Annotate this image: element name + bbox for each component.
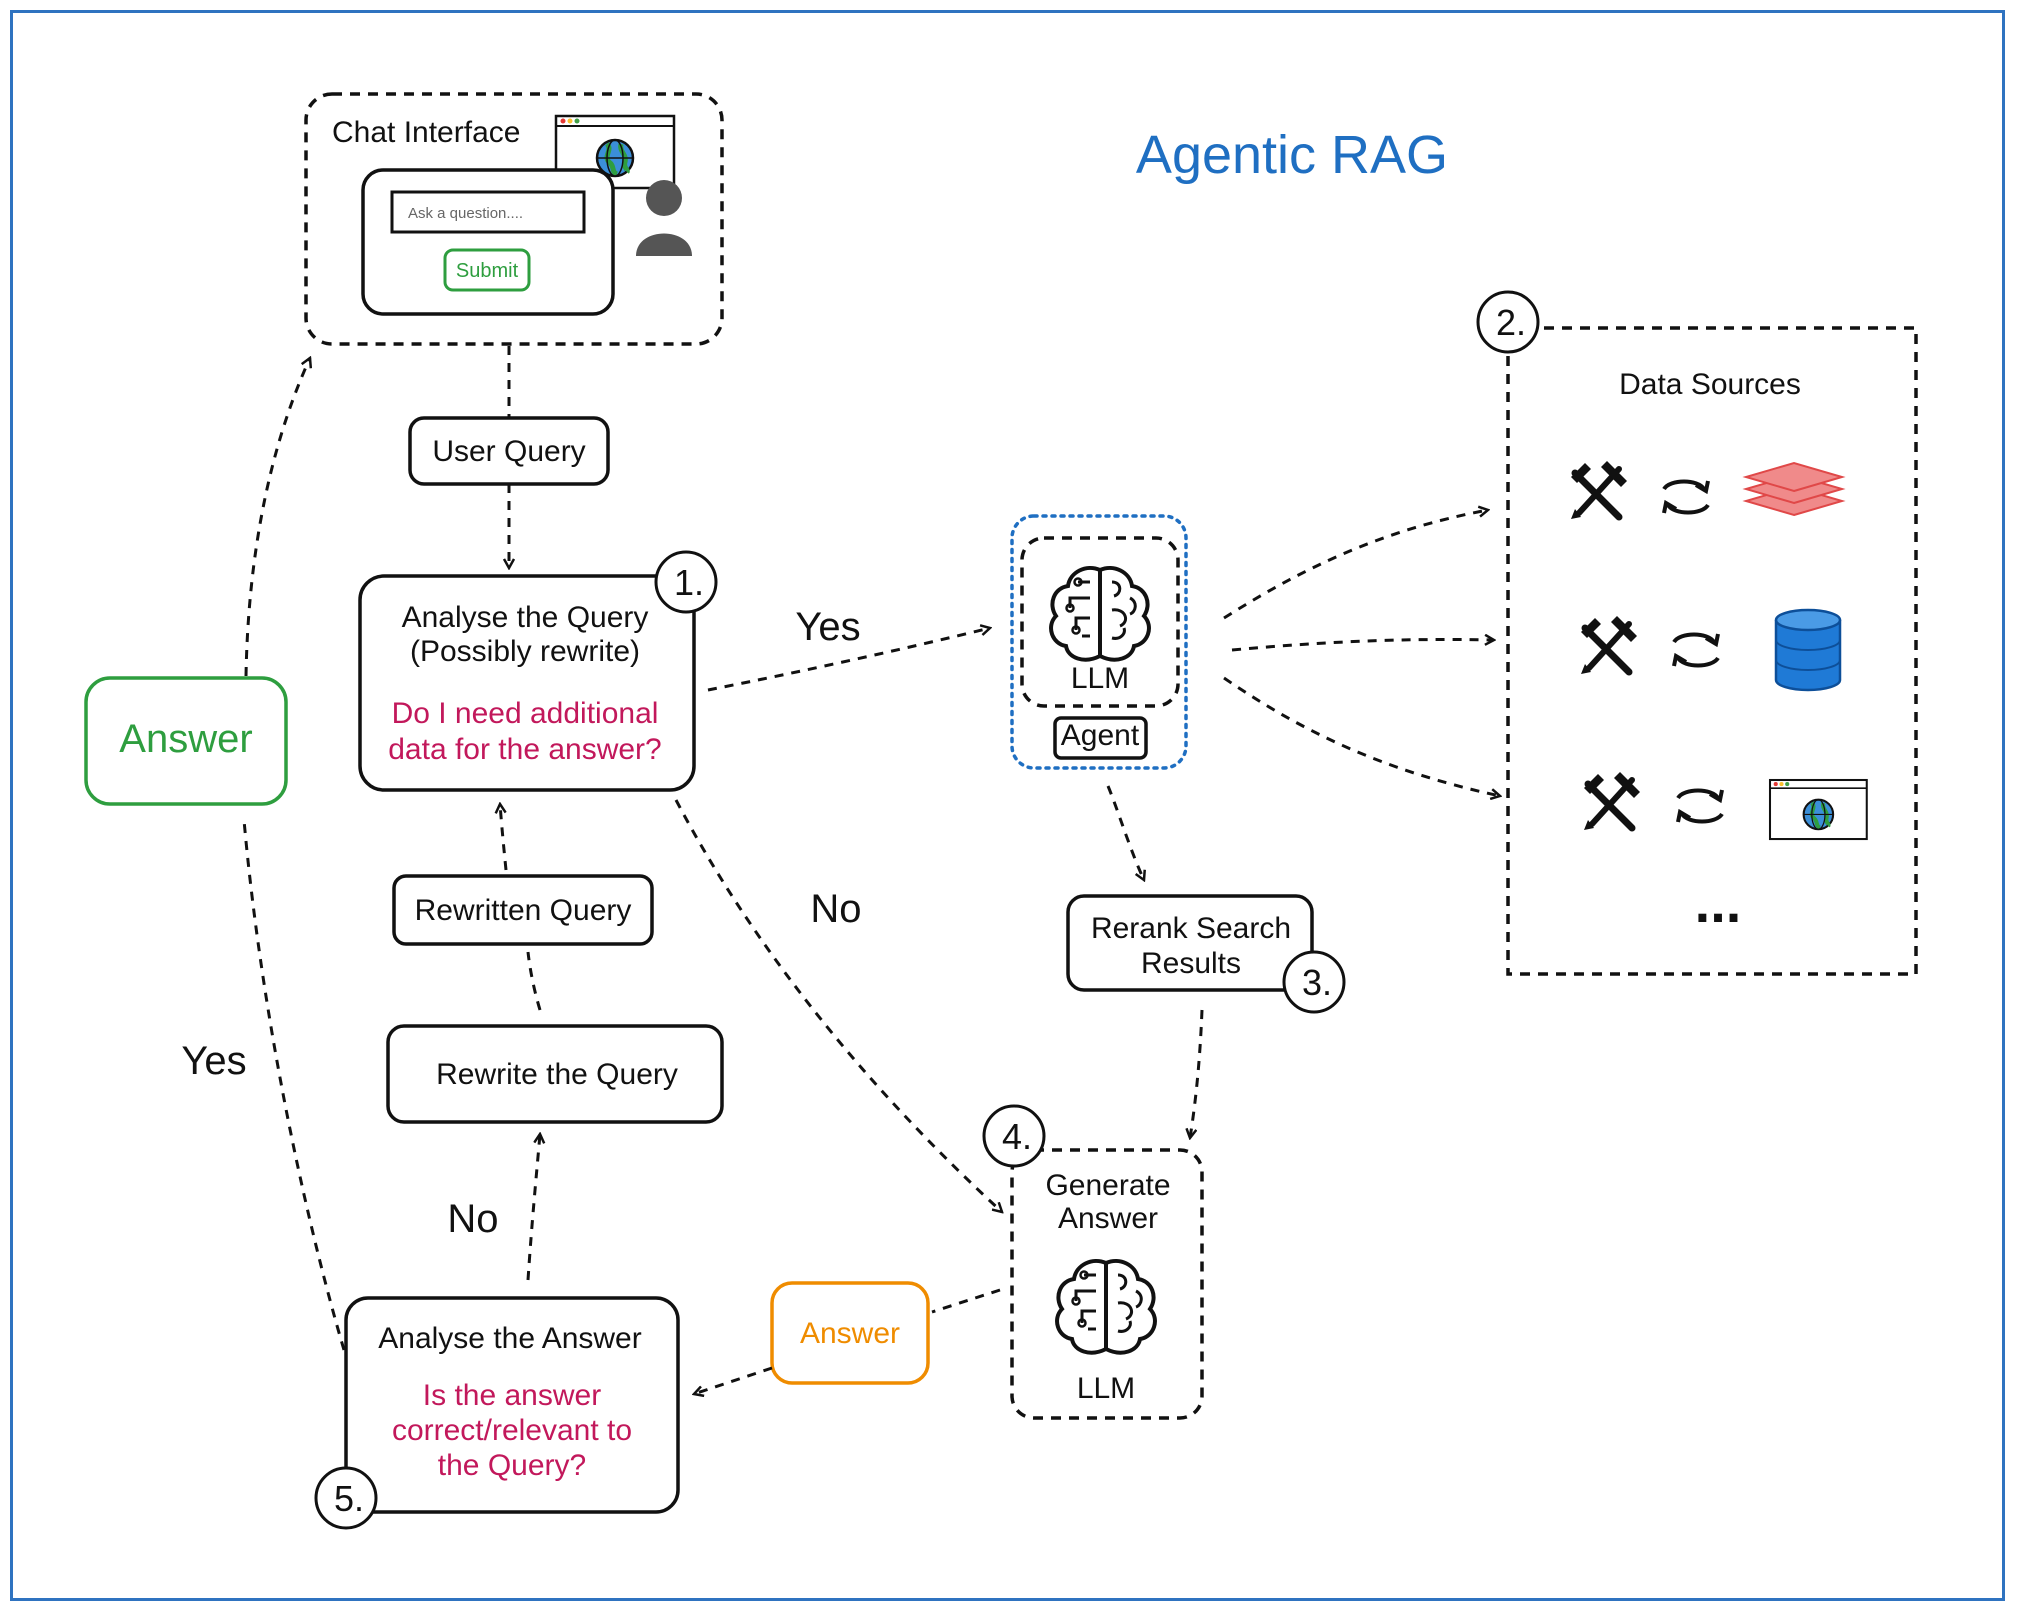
edge-label-yes-agent: Yes [795,605,860,649]
generate-answer-border [1010,1148,1204,1420]
arrow-analyse-to-generate [674,799,1002,1212]
rewrite-query-label: Rewrite the Query [436,1058,678,1091]
arrow-agent-to-rerank [1106,785,1144,880]
data-sources-title: Data Sources [1619,368,1801,401]
arrow-agent-to-vector-store [1223,510,1488,620]
agent-llm-border [1020,536,1180,708]
arrow-generate-to-answer [931,1288,1001,1314]
arrow-rewrite-to-rewritten [526,951,542,1011]
generate-answer-line2: Answer [1058,1202,1158,1235]
agent-border [1010,514,1188,770]
data-sources-border [1506,326,1918,976]
analyse-query-subtitle: (Possibly rewrite) [410,635,640,668]
analyse-query-title: Analyse the Query [402,601,649,634]
flow-arrows [242,346,1500,1394]
final-answer-label: Answer [119,717,252,761]
svg-text:3.: 3. [1302,962,1332,1003]
edge-label-no-generate: No [810,887,861,931]
submit-button[interactable] [443,248,531,292]
step-badge-4: 4. [982,1104,1046,1168]
arrow-analyse-to-agent [707,628,990,692]
analyse-answer-question-line3: the Query? [438,1449,586,1482]
tools-icon [1584,772,1640,830]
chat-interface: Chat Interface Ask a question.... Submit [304,92,724,346]
svg-text:5.: 5. [334,1478,364,1519]
svg-text:2.: 2. [1496,302,1526,343]
edge-label-no-rewrite: No [447,1197,498,1241]
vector-store-icon [1742,461,1846,517]
arrow-final-to-chat [244,358,310,677]
generated-answer-label: Answer [800,1317,900,1350]
rerank-label-line2: Results [1141,947,1241,980]
step-badge-5: 5. [314,1466,378,1530]
svg-text:4.: 4. [1002,1116,1032,1157]
data-sources-panel: Data Sources ... [1506,326,1918,976]
agent-llm-label: LLM [1071,662,1129,695]
rewritten-query-label: Rewritten Query [415,894,632,927]
analyse-answer-title: Analyse the Answer [378,1322,641,1355]
agent-node: LLM Agent [1010,514,1188,770]
swap-arrows-icon [1662,479,1710,515]
chat-interface-border [304,92,724,346]
arrow-analyse-answer-to-rewrite [526,1134,540,1281]
edge-label-yes-answer: Yes [181,1039,246,1083]
step-badge-2: 2. [1476,290,1540,354]
arrow-agent-to-database [1231,639,1494,652]
step-badge-3: 3. [1282,950,1346,1014]
analyse-query-node: Analyse the Query (Possibly rewrite) Do … [358,574,696,792]
arrow-rewritten-to-analyse [500,804,508,871]
svg-text:1.: 1. [674,562,704,603]
analyse-answer-node: Analyse the Answer Is the answer correct… [344,1296,680,1514]
user-query-label: User Query [432,435,585,468]
user-icon [636,180,692,256]
analyse-answer-question-line2: correct/relevant to [392,1414,632,1447]
arrow-agent-to-web [1223,676,1500,796]
brain-icon [1055,1258,1157,1355]
rerank-node [1066,894,1314,992]
step-badge-1: 1. [654,550,718,614]
generate-answer-line1: Generate [1045,1169,1170,1202]
arrow-answer-to-analyse-answer [694,1366,773,1394]
analyse-answer-question-line1: Is the answer [423,1379,601,1412]
analyse-query-question-line2: data for the answer? [388,733,662,766]
question-input[interactable]: Ask a question.... [408,205,523,222]
tools-icon [1571,461,1627,519]
diagram-frame [10,10,2005,1601]
agent-label: Agent [1061,719,1140,752]
tools-icon [1581,616,1637,674]
swap-arrows-icon [1676,788,1724,824]
swap-arrows-icon [1672,632,1720,668]
arrow-rerank-to-generate [1190,1009,1204,1138]
analyse-query-question-line1: Do I need additional [392,697,659,730]
final-answer-node [84,676,288,806]
generate-answer-node: Generate Answer LLM [1010,1148,1204,1420]
question-input-box[interactable] [390,190,586,234]
analyse-answer-box [344,1296,680,1514]
rewritten-query-node [392,874,654,946]
data-sources-ellipsis: ... [1695,871,1742,934]
submit-button-label: Submit [456,260,519,282]
rerank-label-line1: Rerank Search [1091,912,1291,945]
arrow-analyse-answer-to-final [242,819,346,1351]
database-icon [1774,608,1842,692]
chat-interface-title: Chat Interface [332,116,520,149]
agent-label-box [1053,716,1148,760]
generate-llm-label: LLM [1077,1372,1135,1405]
generated-answer-node [770,1281,930,1385]
rewrite-query-node [386,1024,724,1124]
web-browser-icon [1770,780,1867,839]
brain-icon [1049,565,1151,662]
analyse-query-box [358,574,696,792]
diagram-title: Agentic RAG [1136,125,1448,185]
